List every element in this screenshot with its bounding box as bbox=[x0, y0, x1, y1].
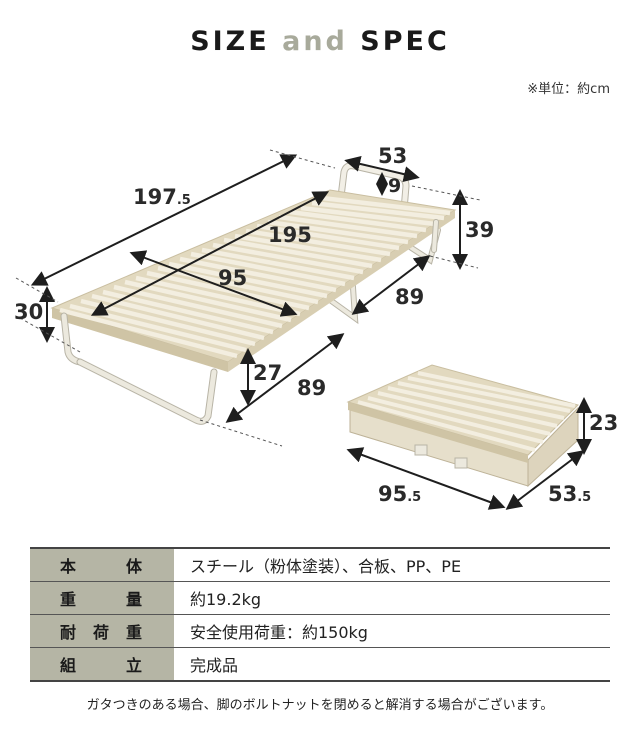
table-row: 組立 完成品 bbox=[30, 647, 610, 681]
dim-slat-length: 195 bbox=[268, 223, 312, 247]
unit-note: ※単位：約cm bbox=[527, 82, 610, 97]
dim-leg-height: 27 bbox=[253, 361, 283, 385]
spec-value-assembly: 完成品 bbox=[190, 656, 239, 675]
footnote: ガタつきのある場合、脚のボルトナットを閉めると解消する場合がございます。 bbox=[86, 698, 554, 713]
dim-folded-width: 53.5 bbox=[548, 482, 592, 506]
dim-width-top: 53 bbox=[378, 144, 408, 168]
open-bed-dimension-lines bbox=[30, 154, 468, 423]
table-row: 本体 スチール（粉体塗装）、合板、PP、PE bbox=[30, 548, 610, 582]
bed-illustration bbox=[15, 149, 592, 510]
table-row: 重量 約19.2kg bbox=[30, 581, 610, 615]
spec-value-body: スチール（粉体塗装）、合板、PP、PE bbox=[174, 548, 610, 582]
title-spec: SPEC bbox=[360, 26, 450, 57]
dim-foot-height: 30 bbox=[14, 300, 44, 324]
dim-folded-height: 23 bbox=[589, 411, 619, 435]
spec-label-assembly: 組立 bbox=[30, 647, 174, 681]
dim-folded-length: 95.5 bbox=[378, 482, 422, 506]
page-title: SIZE and SPEC bbox=[0, 26, 640, 57]
dim-overall-length: 197.5 bbox=[133, 185, 191, 209]
dim-head-height: 39 bbox=[465, 218, 495, 242]
folded-bed bbox=[346, 364, 579, 488]
dim-leg-depth-front: 89 bbox=[297, 376, 327, 400]
spec-label-load-capacity: 耐荷重 bbox=[30, 614, 174, 648]
dim-leg-depth-back: 89 bbox=[395, 285, 425, 309]
spec-table: 本体 スチール（粉体塗装）、合板、PP、PE 重量 約19.2kg 耐荷重 安全… bbox=[30, 547, 610, 682]
open-bed-extension-lines bbox=[15, 149, 481, 447]
spec-label-weight: 重量 bbox=[30, 581, 174, 615]
table-row: 耐荷重 安全使用荷重：約150kg bbox=[30, 614, 610, 648]
spec-label-body: 本体 bbox=[30, 548, 174, 582]
size-diagram: 197.5 195 95 53 9 39 30 27 89 89 95.5 53… bbox=[0, 120, 640, 530]
dim-half-length: 95 bbox=[218, 266, 248, 290]
spec-value-load-capacity: 安全使用荷重：約150kg bbox=[174, 614, 610, 648]
title-and: and bbox=[282, 26, 348, 57]
title-size: SIZE bbox=[190, 26, 270, 57]
spec-value-weight: 約19.2kg bbox=[174, 581, 610, 615]
folded-bed-dimension-lines bbox=[346, 397, 592, 510]
dim-handle-height: 9 bbox=[388, 175, 402, 197]
